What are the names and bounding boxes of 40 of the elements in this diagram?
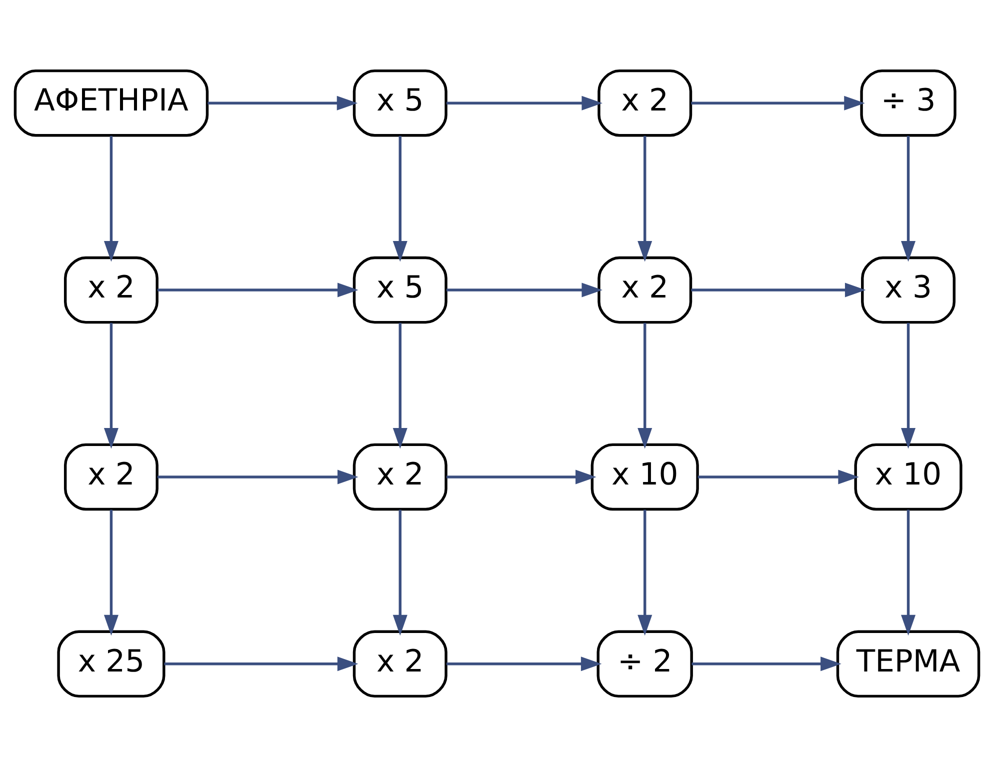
arrow bbox=[691, 96, 865, 110]
node-box: x 2 bbox=[352, 443, 448, 511]
node-box: x 3 bbox=[861, 256, 956, 324]
arrow bbox=[158, 282, 358, 298]
arrow bbox=[104, 322, 118, 449]
arrow bbox=[164, 656, 358, 672]
node-box: x 2 bbox=[352, 630, 448, 698]
arrow bbox=[698, 470, 859, 484]
node-box: ÷ 3 bbox=[860, 69, 956, 137]
arrow bbox=[392, 322, 408, 449]
arrow bbox=[692, 656, 842, 672]
arrow bbox=[392, 136, 408, 262]
node-box: x 5 bbox=[352, 69, 448, 137]
arrow bbox=[901, 136, 916, 262]
arrow bbox=[638, 136, 652, 262]
node-box: ΑΦΕΤΗΡΙΑ bbox=[14, 69, 209, 137]
arrow bbox=[208, 96, 358, 110]
arrow bbox=[691, 282, 866, 298]
arrow bbox=[446, 282, 602, 298]
node-box: x 2 bbox=[598, 256, 692, 324]
arrow bbox=[104, 510, 118, 636]
arrow bbox=[901, 322, 916, 449]
node-box: x 5 bbox=[352, 256, 448, 324]
arrow bbox=[446, 656, 602, 672]
arrow bbox=[901, 510, 916, 636]
arrow bbox=[638, 510, 652, 636]
arrow bbox=[104, 136, 118, 262]
arrow bbox=[446, 96, 602, 110]
node-box: x 25 bbox=[57, 630, 166, 698]
node-box: x 10 bbox=[590, 443, 699, 511]
node-box: ΤΕΡΜΑ bbox=[836, 630, 980, 698]
node-box: x 10 bbox=[854, 443, 962, 511]
node-box: ÷ 2 bbox=[596, 630, 693, 698]
arrow bbox=[392, 510, 408, 636]
node-box: x 2 bbox=[64, 256, 158, 324]
node-box: x 2 bbox=[64, 443, 158, 511]
arrow bbox=[638, 322, 652, 449]
arrow bbox=[446, 470, 596, 484]
node-box: x 2 bbox=[598, 69, 692, 137]
arrow bbox=[158, 470, 358, 484]
